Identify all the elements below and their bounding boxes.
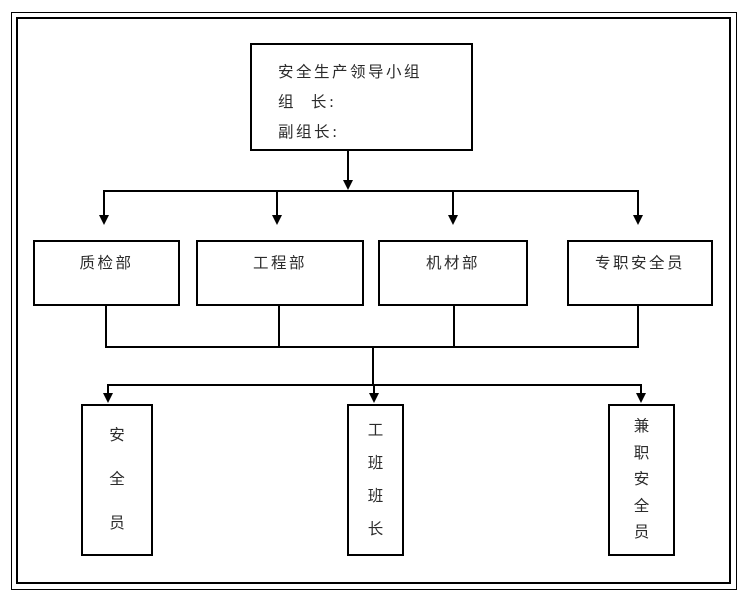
node-safety-production-leading-group[interactable]: 安全生产领导小组 组 长: 副组长: bbox=[250, 43, 473, 151]
node-quality-inspection-dept[interactable]: 质检部 bbox=[33, 240, 180, 306]
connector-riser-dept-2 bbox=[453, 306, 456, 348]
role-1-char-3: 长 bbox=[367, 519, 384, 538]
arrow-root-to-bus bbox=[342, 180, 353, 190]
connector-riser-dept-0 bbox=[105, 306, 108, 348]
arrow-to-role-0 bbox=[102, 393, 113, 403]
root-line-deputy: 副组长: bbox=[278, 123, 340, 141]
node-engineering-dept[interactable]: 工程部 bbox=[196, 240, 364, 306]
page-frame-inner-border bbox=[16, 17, 731, 584]
dept-label-1: 工程部 bbox=[252, 254, 307, 272]
arrow-to-role-2 bbox=[635, 393, 646, 403]
node-full-time-safety-officer[interactable]: 专职安全员 bbox=[567, 240, 713, 306]
role-1-char-0: 工 bbox=[367, 420, 384, 439]
root-line-leader: 组 长: bbox=[278, 93, 337, 111]
page-frame-outer-border bbox=[11, 12, 737, 590]
connector-drop-dept-1 bbox=[276, 190, 279, 216]
connector-drop-dept-0 bbox=[103, 190, 106, 216]
arrow-to-dept-2 bbox=[447, 215, 458, 225]
role-2-char-4: 员 bbox=[633, 523, 650, 541]
connector-riser-dept-1 bbox=[278, 306, 281, 348]
role-2-char-0: 兼 bbox=[633, 417, 650, 436]
bus-level2-horizontal bbox=[103, 190, 639, 193]
role-1-char-2: 班 bbox=[367, 486, 384, 505]
role-2-char-3: 全 bbox=[633, 496, 650, 515]
connector-drop-dept-3 bbox=[637, 190, 640, 216]
connector-root-stem bbox=[347, 151, 350, 181]
dept-label-0: 质检部 bbox=[79, 254, 134, 272]
connector-drop-role-1 bbox=[373, 384, 376, 396]
node-machinery-material-dept[interactable]: 机材部 bbox=[378, 240, 528, 306]
arrow-to-dept-0 bbox=[98, 215, 109, 225]
role-0-char-2: 员 bbox=[109, 514, 125, 533]
node-safety-officer[interactable]: 安 全 员 bbox=[81, 404, 153, 556]
arrow-to-dept-1 bbox=[271, 215, 282, 225]
role-0-char-0: 安 bbox=[109, 426, 125, 445]
role-1-char-1: 班 bbox=[367, 453, 384, 472]
connector-collector-stem bbox=[372, 346, 375, 385]
dept-label-3: 专职安全员 bbox=[594, 254, 685, 272]
root-line-title: 安全生产领导小组 bbox=[278, 63, 423, 81]
dept-label-2: 机材部 bbox=[425, 254, 480, 272]
arrow-to-role-1 bbox=[368, 393, 379, 403]
connector-drop-dept-2 bbox=[452, 190, 455, 216]
connector-drop-role-0 bbox=[107, 384, 110, 396]
connector-riser-dept-3 bbox=[637, 306, 640, 348]
node-part-time-safety-officer[interactable]: 兼 职 安 全 员 bbox=[608, 404, 675, 556]
connector-drop-role-2 bbox=[640, 384, 643, 396]
node-work-team-leader[interactable]: 工 班 班 长 bbox=[347, 404, 404, 556]
arrow-to-dept-3 bbox=[632, 215, 643, 225]
role-0-char-1: 全 bbox=[109, 470, 125, 489]
role-2-char-1: 职 bbox=[633, 443, 650, 462]
role-2-char-2: 安 bbox=[633, 470, 650, 489]
